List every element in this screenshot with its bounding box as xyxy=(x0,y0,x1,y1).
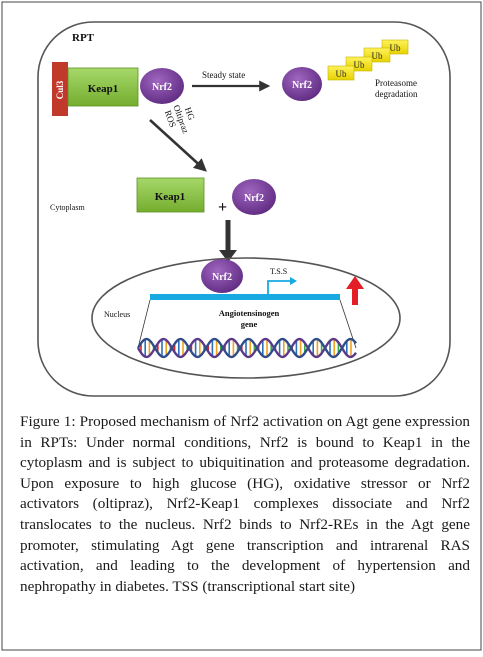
nrf2-mid-label: Nrf2 xyxy=(244,193,264,204)
ub-label-1: Ub xyxy=(390,43,401,53)
cul3-label: Cul3 xyxy=(55,80,65,99)
cytoplasm-label: Cytoplasm xyxy=(50,203,85,212)
steady-state-label: Steady state xyxy=(202,70,245,80)
tss-arrow-head xyxy=(290,277,297,285)
keap1-mid-label: Keap1 xyxy=(155,191,186,203)
tss-label: T.S.S xyxy=(270,267,287,276)
nrf2-right-label: Nrf2 xyxy=(292,80,312,91)
nrf2-top-label: Nrf2 xyxy=(152,82,172,93)
nucleus-label: Nucleus xyxy=(104,310,130,319)
ub-label-4: Ub xyxy=(336,69,347,79)
nrf2-nucleus-label: Nrf2 xyxy=(212,272,232,283)
gene-label-1: Angiotensinogen xyxy=(219,308,280,318)
translocation-arrow-head xyxy=(219,250,237,262)
proteasome-label-2: degradation xyxy=(375,89,418,99)
ub-label-3: Ub xyxy=(354,60,365,70)
upregulation-arrow-shaft xyxy=(352,287,358,305)
keap1-mid-box xyxy=(136,177,205,213)
upregulation-arrow-head xyxy=(346,276,364,289)
gene-label-2: gene xyxy=(241,319,258,329)
nrf2-top-circle xyxy=(140,68,184,104)
dna-strand xyxy=(136,337,357,359)
cul3-box xyxy=(52,62,68,116)
ub-label-2: Ub xyxy=(372,51,383,61)
cell-label: RPT xyxy=(72,32,95,44)
nrf2-mid-circle xyxy=(232,179,276,215)
proteasome-label-1: Proteasome xyxy=(375,78,417,88)
figure-caption: Figure 1: Proposed mechanism of Nrf2 act… xyxy=(20,412,470,597)
keap1-top-box xyxy=(67,67,139,107)
dissociation-arrow xyxy=(149,119,207,172)
dna-helix xyxy=(136,337,357,359)
zoom-line-left xyxy=(137,299,151,349)
keap1-top-label: Keap1 xyxy=(88,83,119,95)
dna-strand xyxy=(136,337,357,359)
nrf2-nucleus-circle xyxy=(201,259,243,293)
ub-box-4 xyxy=(327,65,355,81)
nrf2-right-circle xyxy=(282,67,322,101)
plus-sign: + xyxy=(218,199,227,216)
promoter-bar xyxy=(150,294,340,300)
tss-arrow xyxy=(267,280,293,294)
caption-label: Figure 1: xyxy=(20,413,76,430)
caption-text: Proposed mechanism of Nrf2 activation on… xyxy=(20,413,471,595)
stimulus-hg: HG xyxy=(183,106,197,122)
cell-membrane xyxy=(37,21,451,397)
nucleus-membrane xyxy=(91,257,401,379)
